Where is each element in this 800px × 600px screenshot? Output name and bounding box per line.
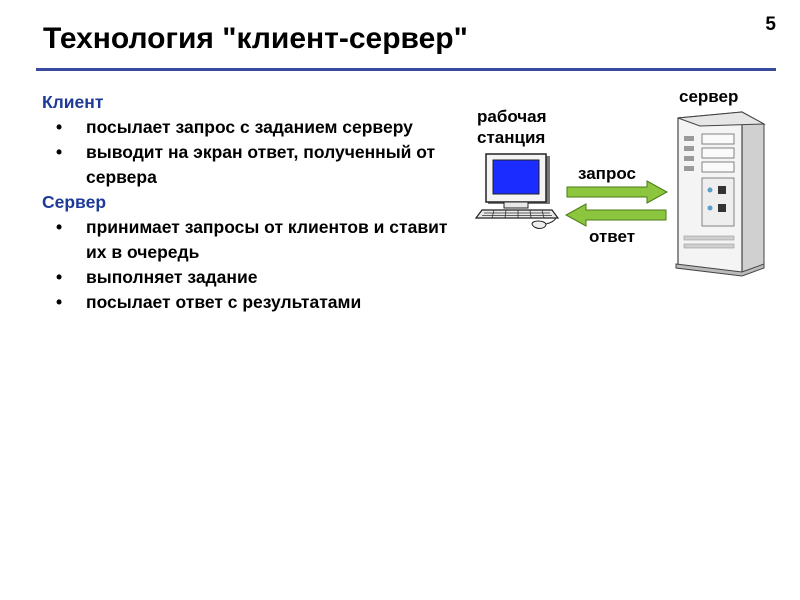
section-heading-client: Клиент xyxy=(42,92,104,112)
list-item: принимает запросы от клиентов и ставит и… xyxy=(42,215,462,265)
list-item: выводит на экран ответ, полученный от се… xyxy=(42,140,462,190)
server-tower-icon xyxy=(675,111,766,277)
desktop-computer-icon xyxy=(474,153,560,229)
request-label: запрос xyxy=(578,164,636,183)
title-divider xyxy=(36,68,776,71)
response-arrow xyxy=(564,203,667,227)
slide-title: Технология "клиент-сервер" xyxy=(43,22,468,55)
list-item: посылает ответ с результатами xyxy=(42,290,462,315)
server-label: сервер xyxy=(679,87,739,106)
response-label: ответ xyxy=(589,227,636,246)
server-list: принимает запросы от клиентов и ставит и… xyxy=(42,215,462,315)
section-heading-server: Сервер xyxy=(42,192,107,212)
workstation-label: рабочая станция xyxy=(477,107,547,147)
list-item: выполняет задание xyxy=(42,265,462,290)
client-list: посылает запрос с заданием серверу вывод… xyxy=(42,115,462,190)
list-item: посылает запрос с заданием серверу xyxy=(42,115,462,140)
request-arrow xyxy=(566,180,669,204)
page-number: 5 xyxy=(765,14,776,35)
slide-content: Клиент посылает запрос с заданием сервер… xyxy=(42,90,462,315)
